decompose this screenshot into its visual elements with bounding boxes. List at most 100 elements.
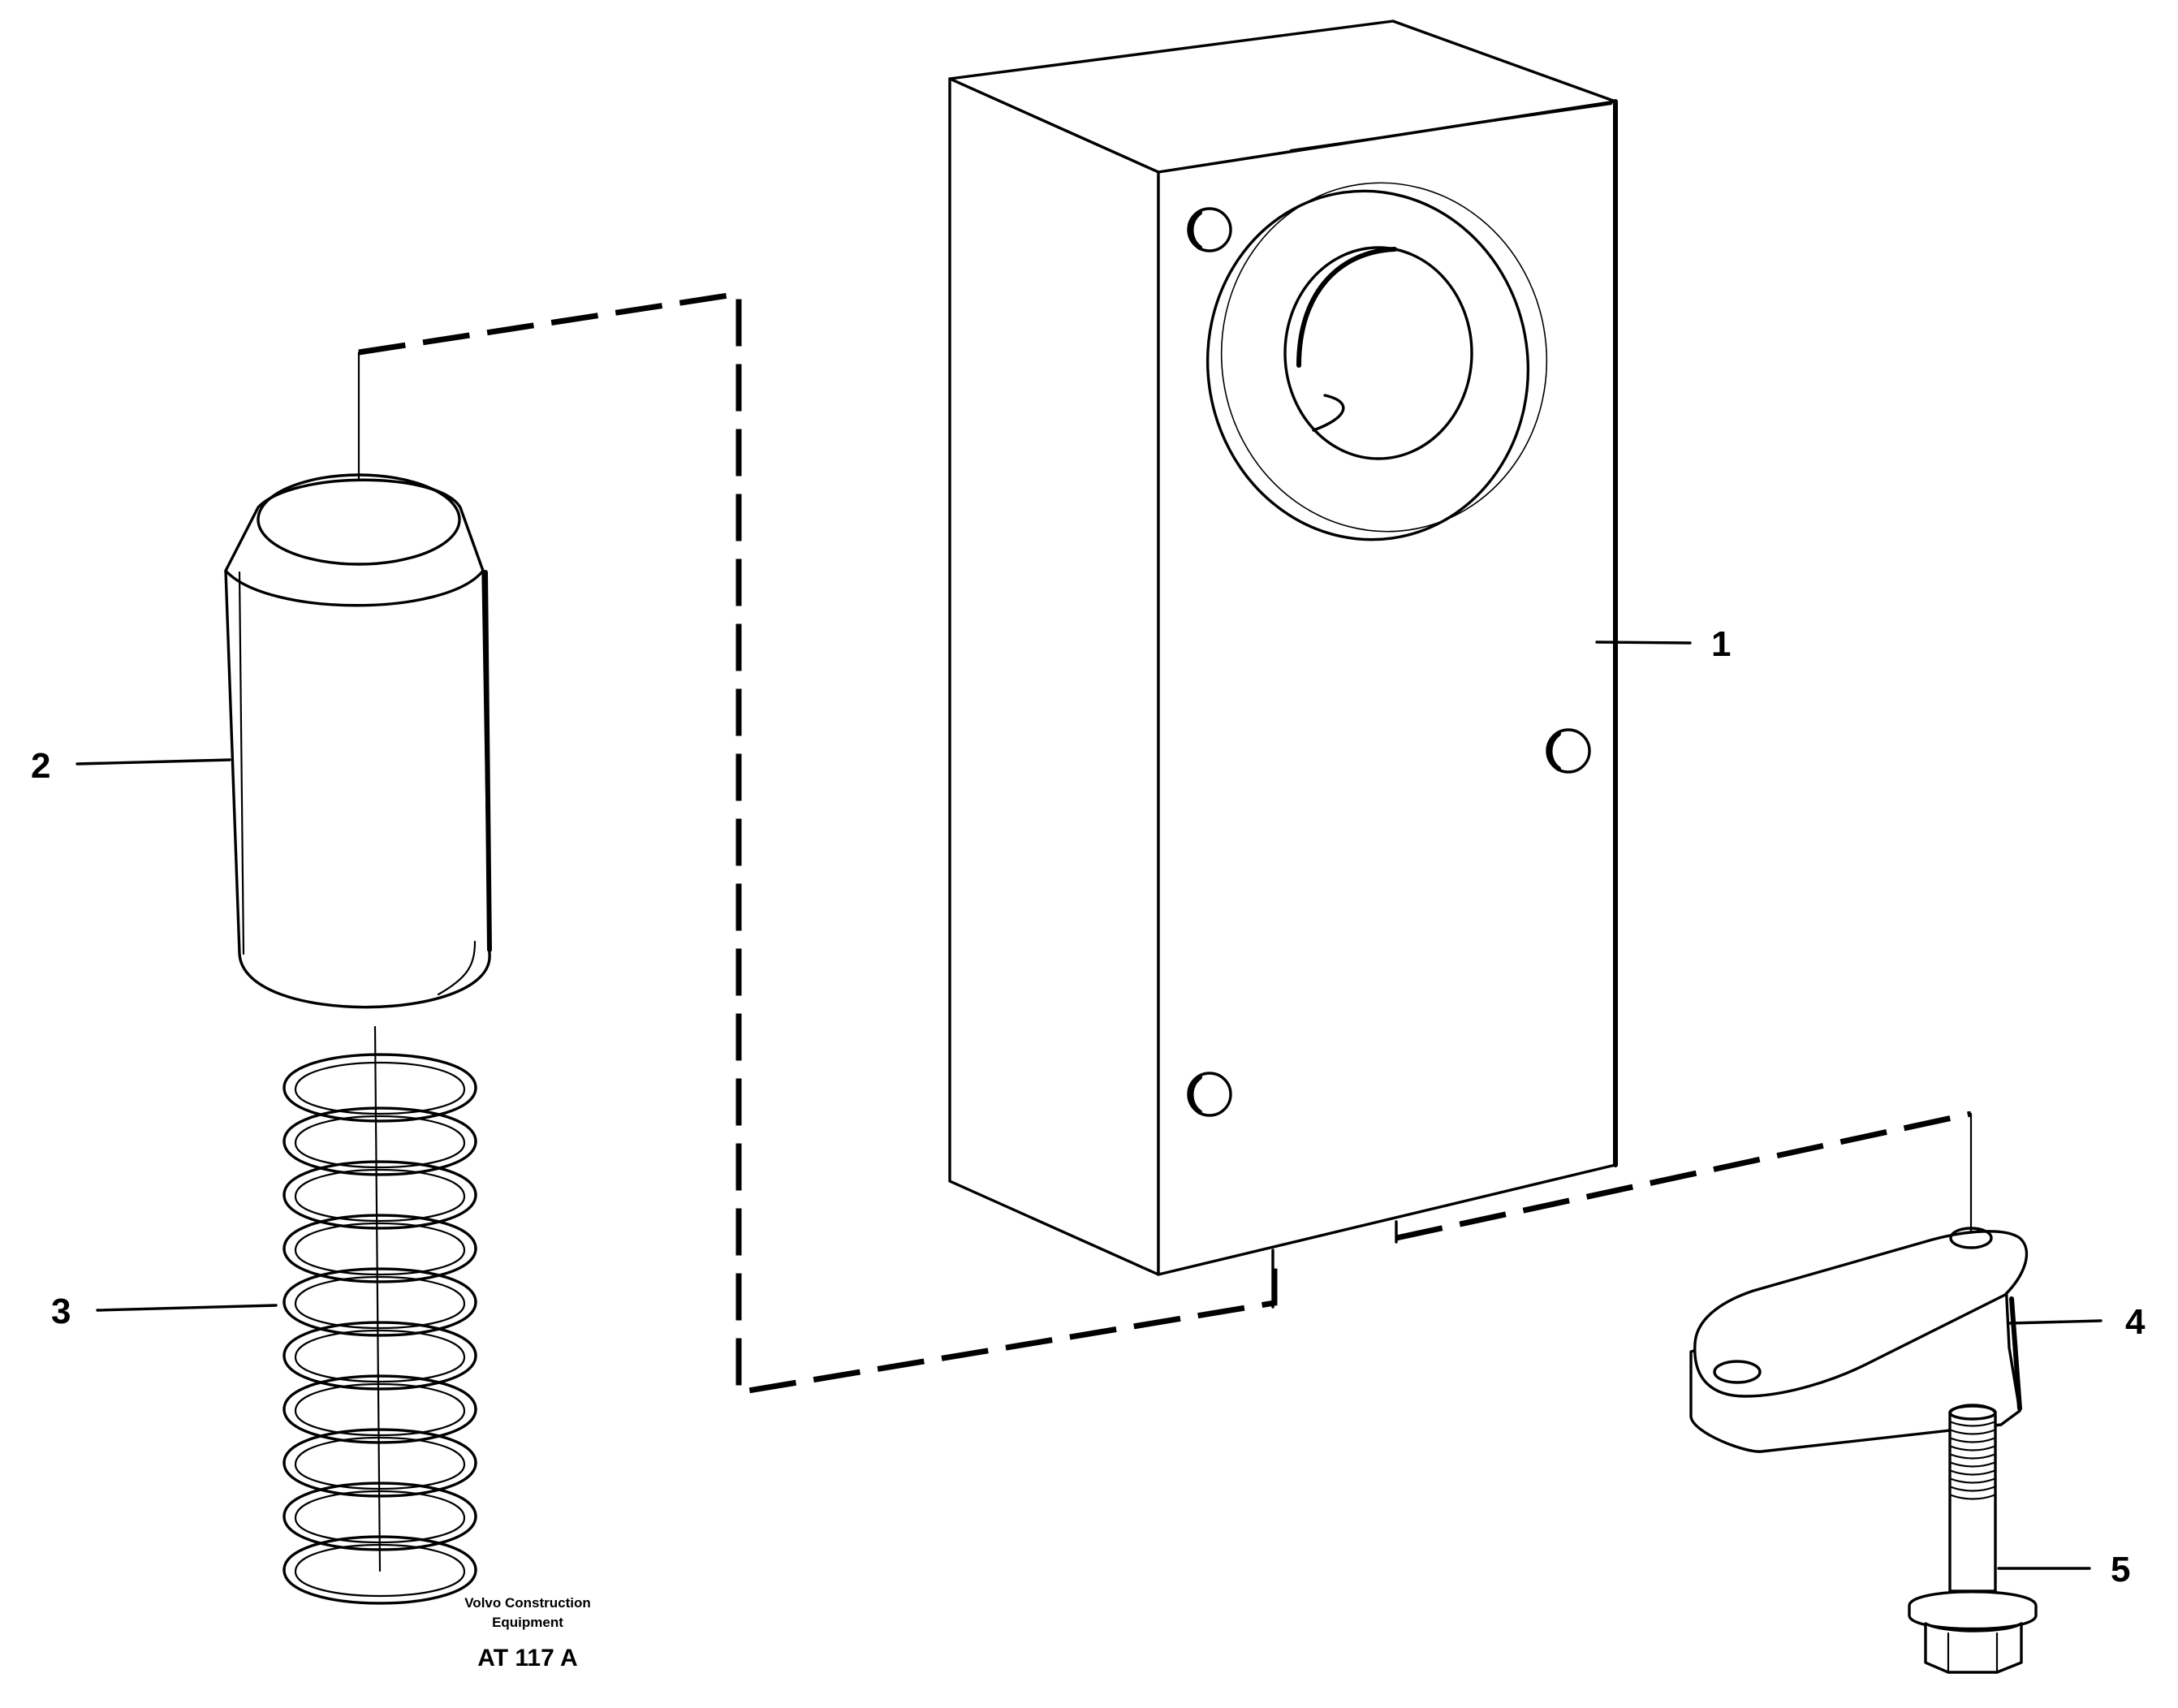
screw-thread-line (1950, 1486, 1995, 1492)
callout-5: 5 (2111, 1550, 2130, 1589)
spring-coil-inner (294, 1115, 466, 1145)
spring-coil-back (282, 1535, 477, 1572)
callout-2: 2 (31, 746, 50, 786)
spring-coil-back (282, 1267, 477, 1304)
dashed-assembly-line-piston (358, 290, 1278, 1396)
drawing-credit: Volvo Construction Equipment AT 117 A (464, 1595, 591, 1671)
screw-thread-line (1950, 1461, 1995, 1468)
spring-coil-back (282, 1214, 477, 1250)
spring-coil-inner (294, 1463, 466, 1490)
spring-coil-inner (294, 1168, 466, 1198)
screw-thread-line (1950, 1445, 1995, 1451)
bore-inner-shadow (1296, 247, 1397, 368)
flange-screw (1908, 1404, 2038, 1674)
piston (224, 473, 492, 1009)
spring-coil-inner (294, 1302, 466, 1329)
screw-tip (1948, 1404, 1997, 1421)
spring-coil-inner (294, 1275, 466, 1305)
dashed-assembly-line-cover (1395, 1111, 1972, 1241)
cover-plate-hole-icon (1949, 1227, 1993, 1249)
spring-coil-front (282, 1247, 477, 1283)
spring-coil-front (282, 1408, 477, 1444)
valve-block-mounting-holes (1187, 207, 1591, 1117)
piston-bottom-rim (437, 940, 477, 996)
spring-coil-inner (294, 1356, 466, 1382)
callout-3: 3 (51, 1292, 71, 1331)
bore-inner-circle (1283, 246, 1473, 460)
piston-right-shadow (483, 570, 492, 952)
screw-thread-line (1950, 1429, 1995, 1435)
mounting-hole-icon (1187, 1072, 1232, 1117)
mounting-hole-icon (1187, 207, 1232, 252)
spring-coil-inner (294, 1516, 466, 1543)
spring-coil-inner (294, 1088, 466, 1115)
leader-lines (75, 640, 2103, 1570)
cover-plate-top (1693, 1230, 2029, 1398)
leader-line-2 (75, 758, 231, 766)
callouts: 1 2 3 4 5 (31, 624, 2146, 1589)
spring-coil-front (282, 1086, 477, 1123)
valve-block (948, 19, 1618, 1309)
spring-coil-front (282, 1515, 477, 1551)
spring-coil-inner (294, 1195, 466, 1222)
spring-coil-front (282, 1300, 477, 1337)
drawing-code: AT 117 A (477, 1645, 577, 1671)
spring-coil-front (282, 1193, 477, 1230)
piston-top-face (257, 473, 461, 566)
spring-coil-inner (294, 1570, 466, 1597)
spring-coil-back (282, 1053, 477, 1089)
spring-coil-inner (294, 1543, 466, 1573)
spring-coil-back (282, 1160, 477, 1197)
screw-threads (1950, 1421, 1995, 1500)
coil-spring (282, 1053, 477, 1605)
spring-coil-inner (294, 1490, 466, 1520)
screw-thread-line (1950, 1437, 1995, 1443)
spring-coil-back (282, 1321, 477, 1357)
piston-body (224, 478, 491, 1009)
leader-line-1 (1595, 640, 1692, 645)
callout-4: 4 (2125, 1302, 2146, 1342)
screw-thread-line (1950, 1469, 1995, 1476)
cover-plate-hole-icon (1713, 1360, 1762, 1384)
valve-block-left-face (948, 77, 1160, 1276)
spring-coil-inner (294, 1436, 466, 1466)
mounting-hole-icon (1546, 728, 1591, 774)
spring-coil-inner (294, 1409, 466, 1436)
callout-1: 1 (1711, 624, 1731, 664)
spring-coil-back (282, 1106, 477, 1143)
bore-outer-ring (1205, 189, 1530, 541)
screw-thread-line (1950, 1477, 1995, 1484)
spring-coil-back (282, 1428, 477, 1464)
spring-coil-inner (294, 1249, 466, 1275)
bore-outer-ring-shade (1220, 182, 1548, 533)
piston-chamfer-edge (224, 569, 485, 607)
screw-thread-line (1950, 1421, 1995, 1427)
screw-thread-line (1950, 1453, 1995, 1460)
leader-line-3 (96, 1304, 278, 1312)
credit-line-1: Volvo Construction (464, 1595, 591, 1611)
spring-coil-front (282, 1354, 477, 1391)
center-line-spring (373, 1025, 382, 1572)
screw-thread-line (1950, 1494, 1995, 1500)
leader-line-4 (2008, 1319, 2103, 1325)
spring-coil-inner (294, 1382, 466, 1413)
spring-coil-front (282, 1568, 477, 1605)
cover-plate (1689, 1227, 2029, 1453)
credit-line-2: Equipment (492, 1615, 563, 1630)
spring-coil-inner (294, 1222, 466, 1252)
valve-block-bottom-step (1271, 1220, 1398, 1309)
spring-coil-front (282, 1461, 477, 1498)
piston-left-highlight (238, 571, 245, 955)
cover-plate-edge-shadow (2009, 1296, 2022, 1411)
spring-coil-back (282, 1374, 477, 1411)
spring-coil-inner (294, 1329, 466, 1359)
spring-coil-front (282, 1140, 477, 1176)
spring-coil-inner (294, 1061, 466, 1091)
spring-coil-back (282, 1482, 477, 1518)
spring-coil-inner (294, 1141, 466, 1168)
screw-flange (1908, 1590, 2038, 1631)
screw-hex-head (1924, 1622, 2023, 1674)
bore-passage (1312, 394, 1345, 432)
valve-block-top-highlight (1289, 102, 1613, 152)
